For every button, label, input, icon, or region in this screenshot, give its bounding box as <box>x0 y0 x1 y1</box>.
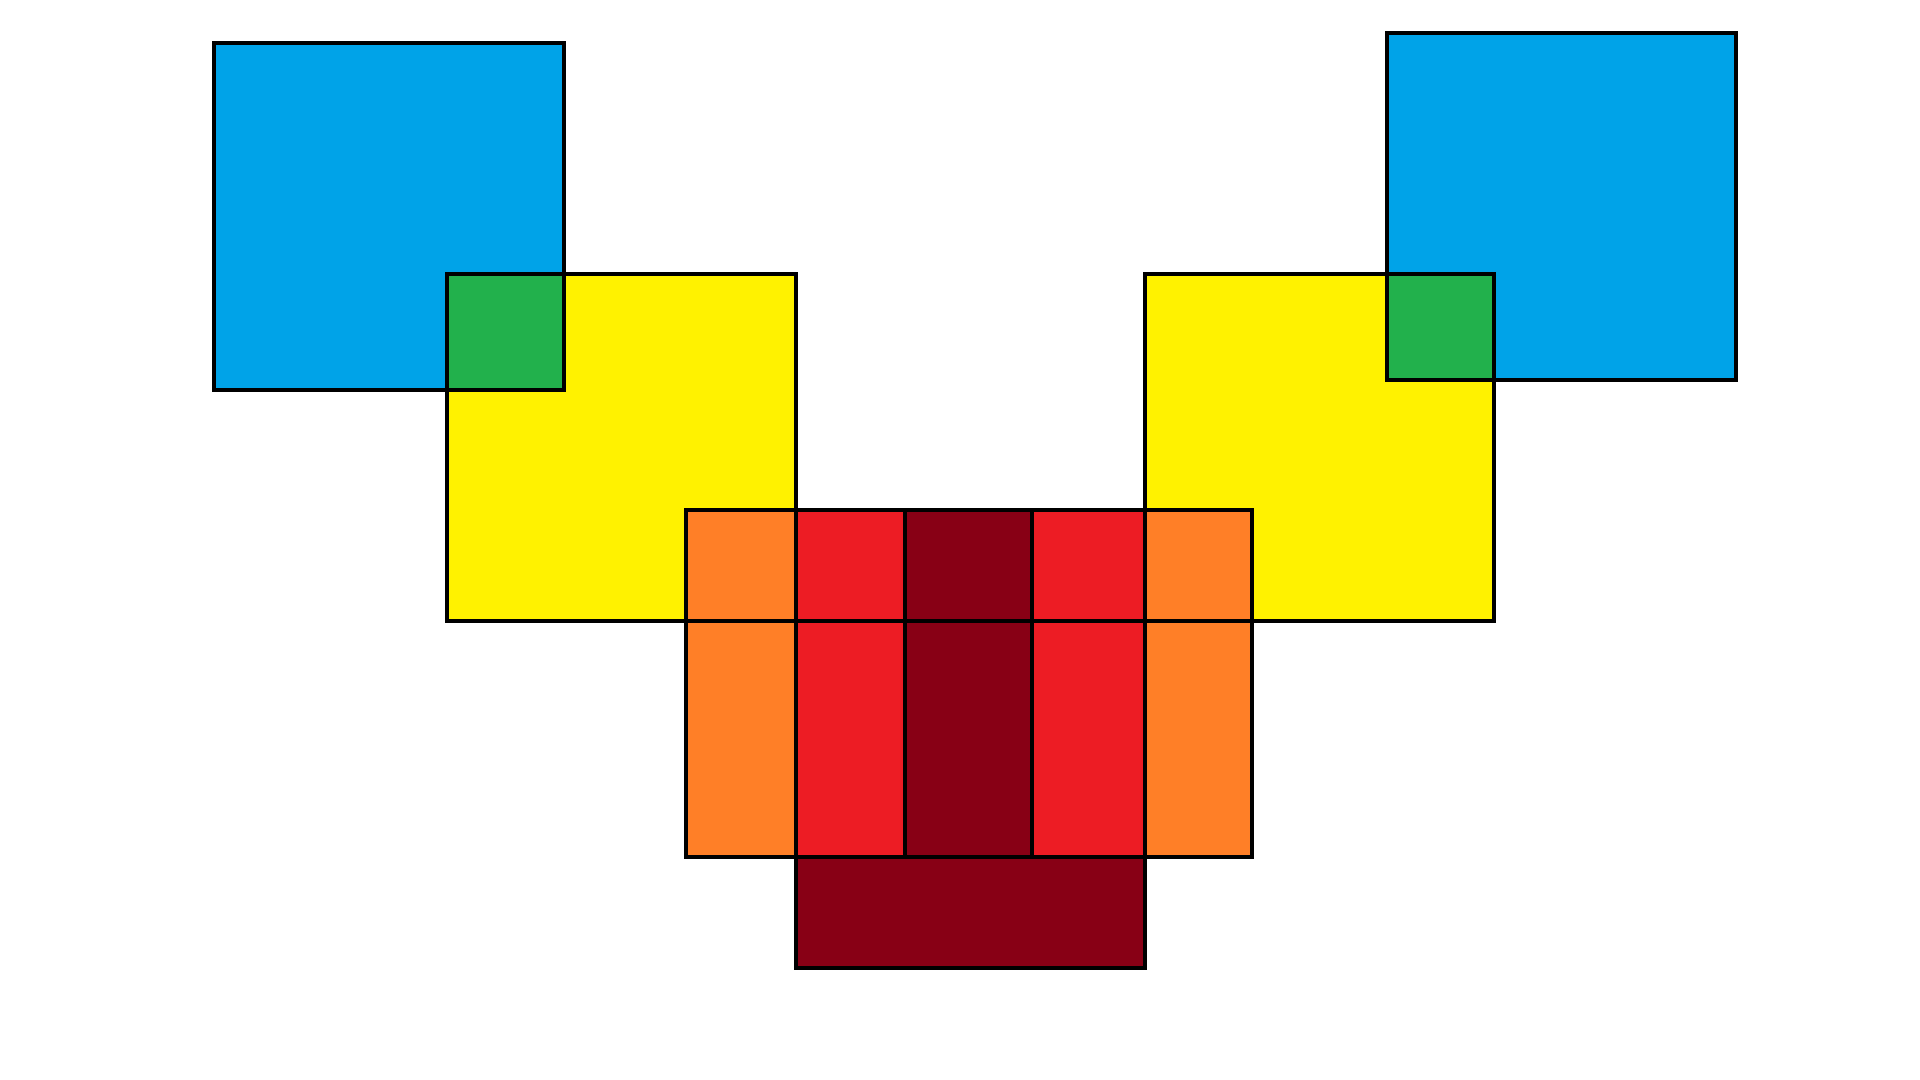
gradient-block-dark-red-center <box>903 508 1034 859</box>
green-overlap-left <box>445 272 566 392</box>
gradient-block-red-left <box>794 508 907 859</box>
gradient-block-red-right <box>1030 508 1147 859</box>
gradient-block-outer-orange-left <box>684 508 798 859</box>
dark-red-base-block <box>794 854 1147 970</box>
striped-block-outline <box>684 508 1254 859</box>
gradient-block-outer-orange-right <box>1143 508 1254 859</box>
green-overlap-right <box>1385 272 1496 382</box>
